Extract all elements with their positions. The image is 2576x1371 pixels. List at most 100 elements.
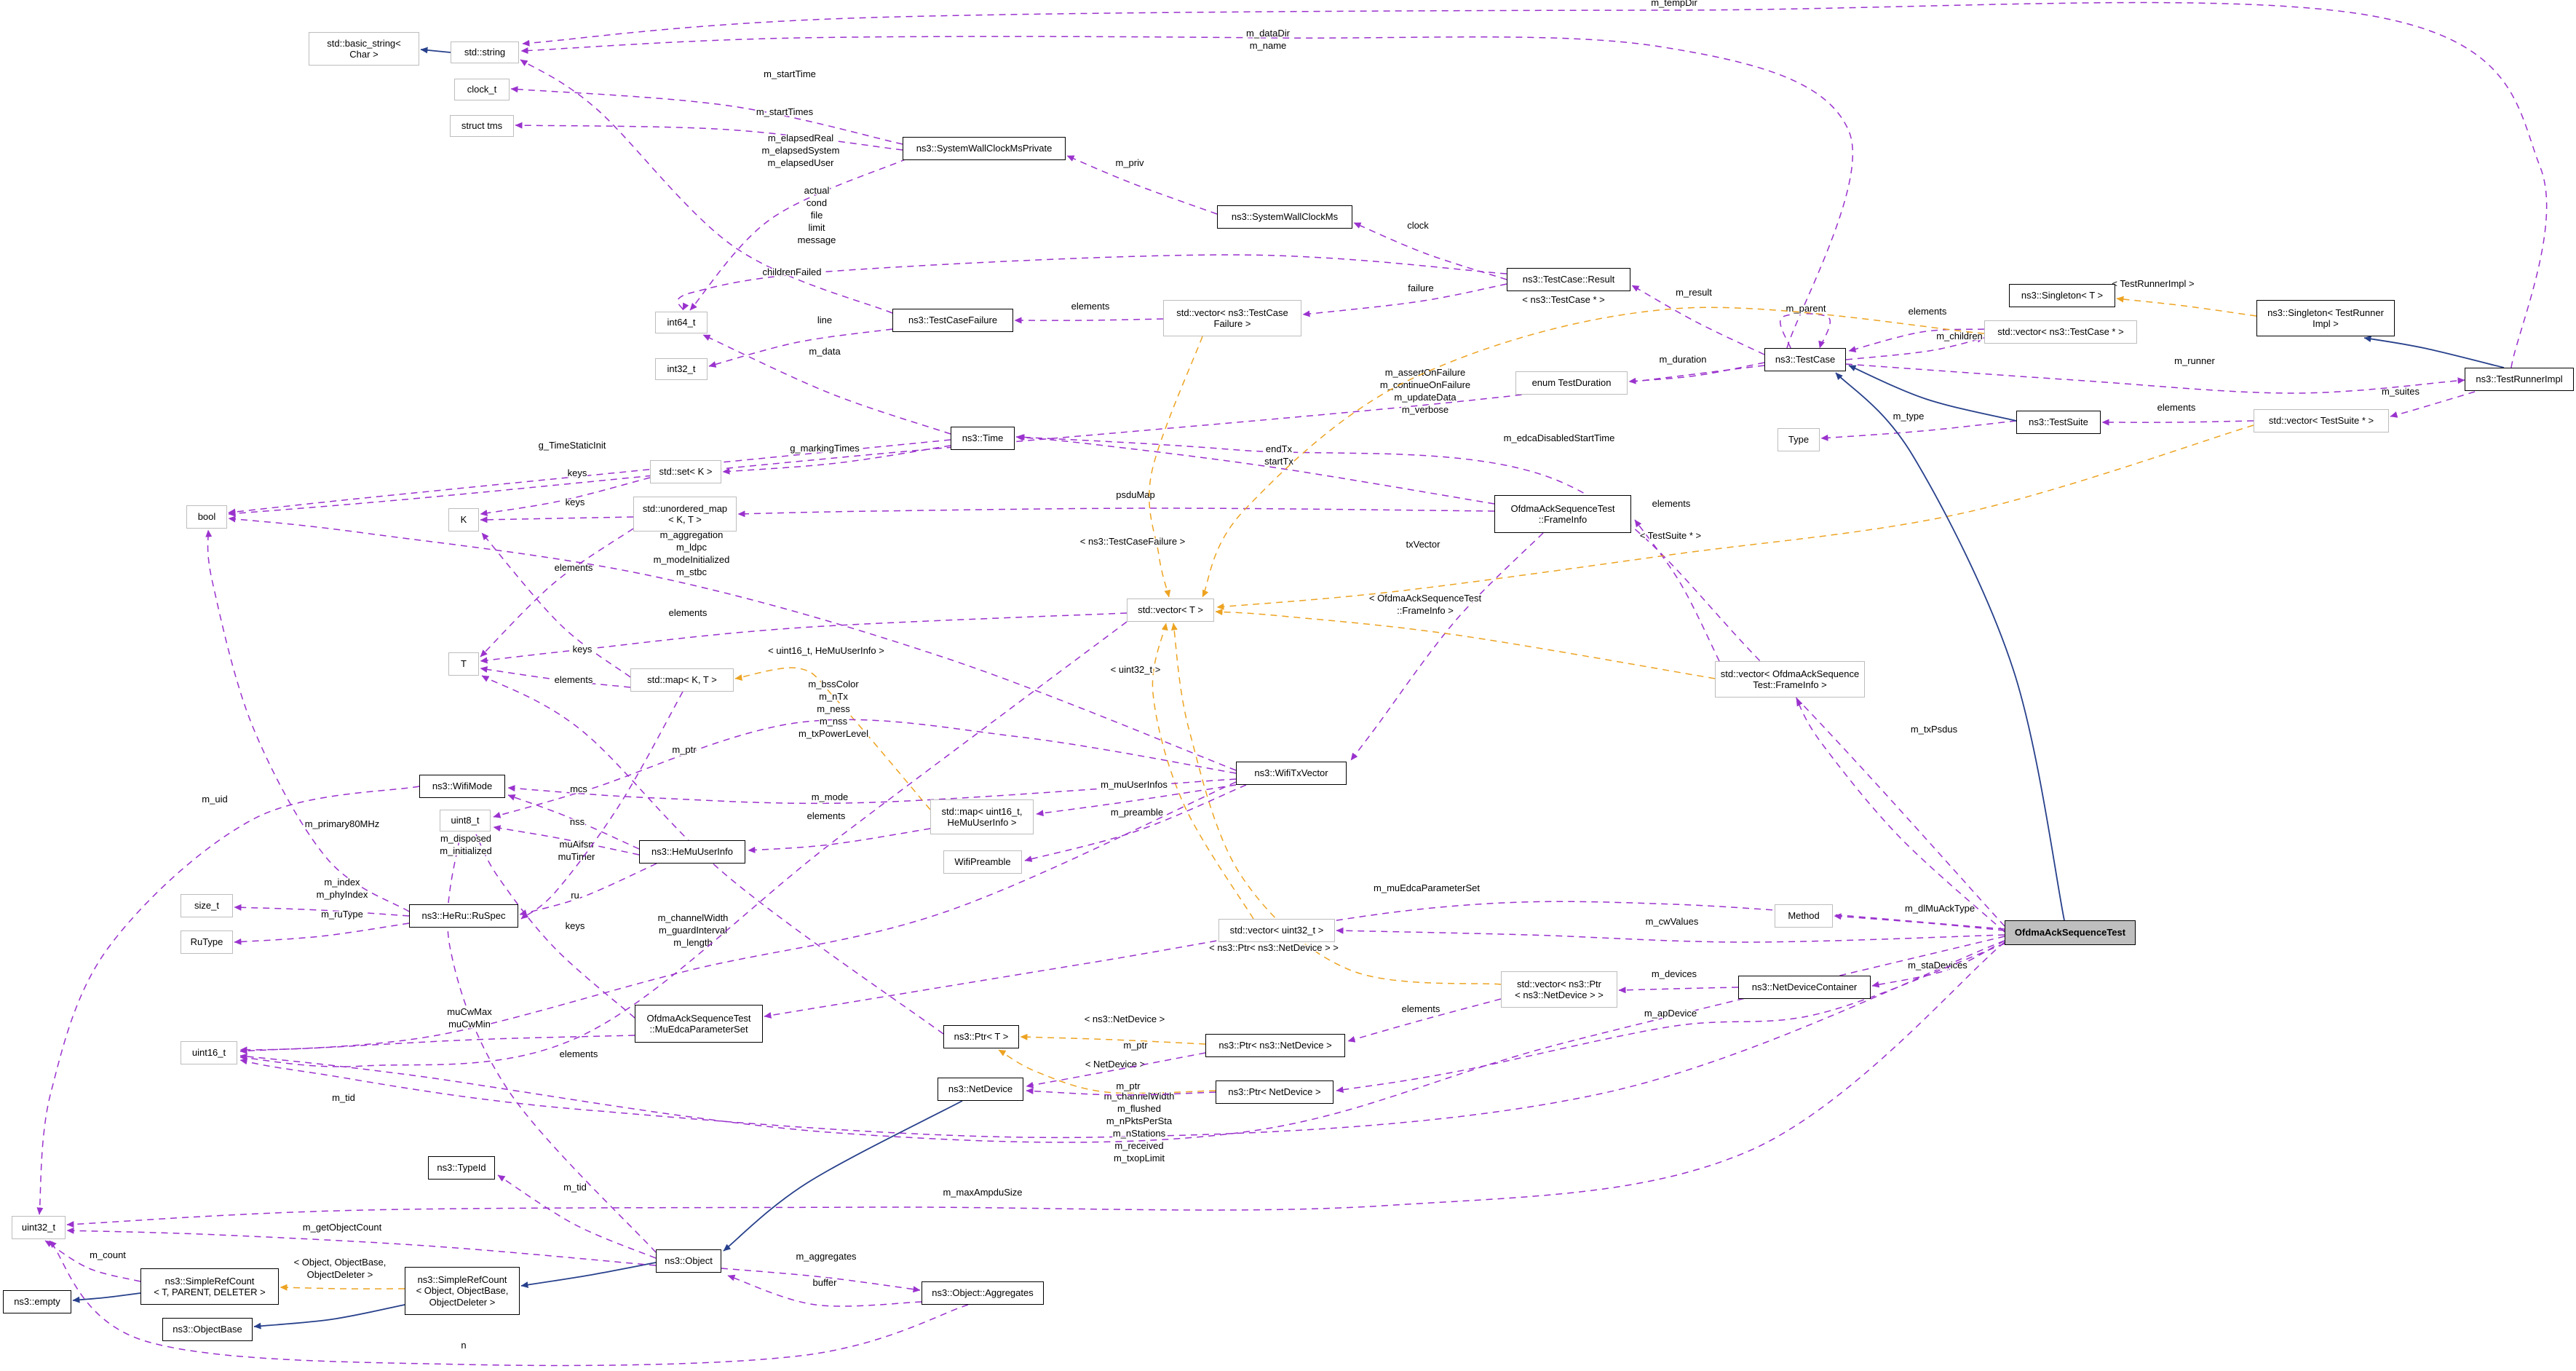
class-node-label: int64_t xyxy=(667,317,696,328)
class-node-label: ns3::Object xyxy=(665,1255,713,1267)
class-node-vpnd[interactable]: std::vector< ns3::Ptr< ns3::NetDevice > … xyxy=(1501,971,1617,1008)
edge-label: nss xyxy=(570,816,585,827)
member-edge xyxy=(1350,532,1544,761)
class-node-ts[interactable]: ns3::TestSuite xyxy=(2016,411,2101,434)
class-node-tid[interactable]: ns3::TypeId xyxy=(428,1156,495,1180)
class-node-mapkt[interactable]: std::map< K, T > xyxy=(630,668,734,692)
class-node-met[interactable]: Method xyxy=(1775,904,1833,928)
member-edge xyxy=(1631,285,1765,355)
member-edge xyxy=(708,328,893,368)
class-node-i64[interactable]: int64_t xyxy=(655,312,708,333)
template-edge xyxy=(1202,307,1985,598)
class-node-vu32[interactable]: std::vector< uint32_t > xyxy=(1218,919,1335,942)
edge-label: m_maxAmpduSize xyxy=(943,1187,1022,1198)
class-node-swc[interactable]: ns3::SystemWallClockMs xyxy=(1217,205,1352,229)
class-node-obj[interactable]: ns3::Object xyxy=(656,1249,721,1273)
class-node-k[interactable]: K xyxy=(448,508,479,532)
class-node-vtcp[interactable]: std::vector< ns3::TestCase * > xyxy=(1984,320,2137,344)
member-edge xyxy=(1848,328,1985,352)
class-node-label: int32_t xyxy=(667,363,696,375)
edge-label: failure xyxy=(1408,283,1433,293)
class-node-tim[interactable]: ns3::Time xyxy=(951,427,1015,450)
class-node-tms[interactable]: struct tms xyxy=(450,115,514,137)
class-node-sgt[interactable]: ns3::Singleton< T > xyxy=(2009,284,2115,307)
edge-label: txVector xyxy=(1406,539,1441,550)
class-node-label: ns3::Ptr< ns3::NetDevice > xyxy=(1218,1040,1332,1051)
class-node-i32[interactable]: int32_t xyxy=(655,358,708,380)
class-node-bool[interactable]: bool xyxy=(186,505,227,529)
class-node-swp[interactable]: ns3::SystemWallClockMsPrivate xyxy=(903,137,1066,160)
class-node-typ[interactable]: Type xyxy=(1778,428,1820,451)
class-node-mes[interactable]: OfdmaAckSequenceTest::MuEdcaParameterSet xyxy=(635,1005,763,1043)
edge-label: buffer xyxy=(812,1277,837,1288)
edge-label: n xyxy=(461,1340,466,1351)
edge-label: m_runner xyxy=(2174,355,2215,366)
class-node-main[interactable]: OfdmaAckSequenceTest xyxy=(2005,920,2136,945)
member-edge xyxy=(522,1,2548,368)
class-node-u16[interactable]: uint16_t xyxy=(181,1041,237,1064)
class-node-ndc[interactable]: ns3::NetDeviceContainer xyxy=(1738,976,1871,999)
class-node-tc[interactable]: ns3::TestCase xyxy=(1764,348,1846,371)
class-node-rs[interactable]: ns3::HeRu::RuSpec xyxy=(409,904,518,928)
edge-label: m_tempDir xyxy=(1651,0,1697,8)
edge-label: m_preamble xyxy=(1111,807,1163,818)
edge-label: elements xyxy=(1071,301,1110,312)
edge-label: m_tid xyxy=(332,1092,355,1103)
class-node-rut[interactable]: RuType xyxy=(181,931,233,954)
class-node-hmu[interactable]: ns3::HeMuUserInfo xyxy=(639,840,745,864)
class-node-mapu16[interactable]: std::map< uint16_t,HeMuUserInfo > xyxy=(930,799,1034,834)
class-node-emp[interactable]: ns3::empty xyxy=(3,1290,71,1313)
template-edge xyxy=(280,1284,405,1291)
class-node-tri[interactable]: ns3::TestRunnerImpl xyxy=(2465,368,2574,391)
class-node-ptrt[interactable]: ns3::Ptr< T > xyxy=(943,1025,1019,1048)
member-edge xyxy=(1834,913,2005,931)
class-node-srco[interactable]: ns3::SimpleRefCount< Object, ObjectBase,… xyxy=(405,1267,520,1315)
class-node-label: < K, T > xyxy=(668,514,702,525)
class-node-nd[interactable]: ns3::NetDevice xyxy=(938,1078,1023,1101)
member-edge xyxy=(702,334,951,435)
template-edge xyxy=(1149,336,1203,598)
class-node-fi[interactable]: OfdmaAckSequenceTest::FrameInfo xyxy=(1494,495,1631,533)
class-node-wp[interactable]: WifiPreamble xyxy=(943,850,1022,874)
class-node-srct[interactable]: ns3::SimpleRefCount< T, PARENT, DELETER … xyxy=(140,1268,279,1305)
class-node-u8[interactable]: uint8_t xyxy=(440,810,491,831)
edge-label: m_mode xyxy=(812,791,849,802)
class-node-ptrnd[interactable]: ns3::Ptr< ns3::NetDevice > xyxy=(1205,1034,1345,1057)
class-node-label: ns3::WifiMode xyxy=(432,781,493,792)
class-node-label: std::basic_string< xyxy=(327,37,401,49)
class-node-umap[interactable]: std::unordered_map< K, T > xyxy=(633,497,737,532)
class-node-ptrnd2[interactable]: ns3::Ptr< NetDevice > xyxy=(1216,1080,1333,1104)
class-node-tcf[interactable]: ns3::TestCaseFailure xyxy=(892,309,1013,332)
class-node-bs[interactable]: std::basic_string<Char > xyxy=(309,32,419,66)
class-node-label: K xyxy=(460,514,467,526)
class-node-etd[interactable]: enum TestDuration xyxy=(1515,371,1628,395)
class-node-u32[interactable]: uint32_t xyxy=(12,1216,66,1239)
class-node-clk[interactable]: clock_t xyxy=(454,79,510,100)
class-node-wm[interactable]: ns3::WifiMode xyxy=(419,775,505,798)
class-node-vt[interactable]: std::vector< T > xyxy=(1127,598,1214,622)
class-node-str[interactable]: std::string xyxy=(451,42,519,63)
class-node-label: std::vector< ns3::Ptr xyxy=(1517,978,1601,989)
class-node-res[interactable]: ns3::TestCase::Result xyxy=(1507,268,1630,291)
class-node-wtv[interactable]: ns3::WifiTxVector xyxy=(1236,762,1347,785)
edge-label: m_result xyxy=(1676,287,1712,298)
class-node-ob[interactable]: ns3::ObjectBase xyxy=(162,1318,253,1341)
class-node-t[interactable]: T xyxy=(448,652,479,676)
template-edge xyxy=(1020,1033,1206,1045)
class-node-label: ns3::SystemWallClockMsPrivate xyxy=(916,143,1053,154)
class-node-setk[interactable]: std::set< K > xyxy=(650,460,721,483)
member-edge xyxy=(515,122,903,151)
class-node-szt[interactable]: size_t xyxy=(181,894,233,917)
class-node-agg[interactable]: ns3::Object::Aggregates xyxy=(922,1281,1044,1305)
class-node-vtsp[interactable]: std::vector< TestSuite * > xyxy=(2254,409,2389,432)
class-node-label: struct tms xyxy=(461,120,503,132)
class-node-label: OfdmaAckSequenceTest xyxy=(2014,927,2126,939)
edge-label: m_cwValues xyxy=(1646,916,1699,927)
member-edge xyxy=(1845,336,1985,360)
inheritance-edge xyxy=(1835,372,2065,921)
edge-label: m_ptr xyxy=(1116,1080,1141,1091)
class-node-label: std::map< K, T > xyxy=(647,674,717,686)
